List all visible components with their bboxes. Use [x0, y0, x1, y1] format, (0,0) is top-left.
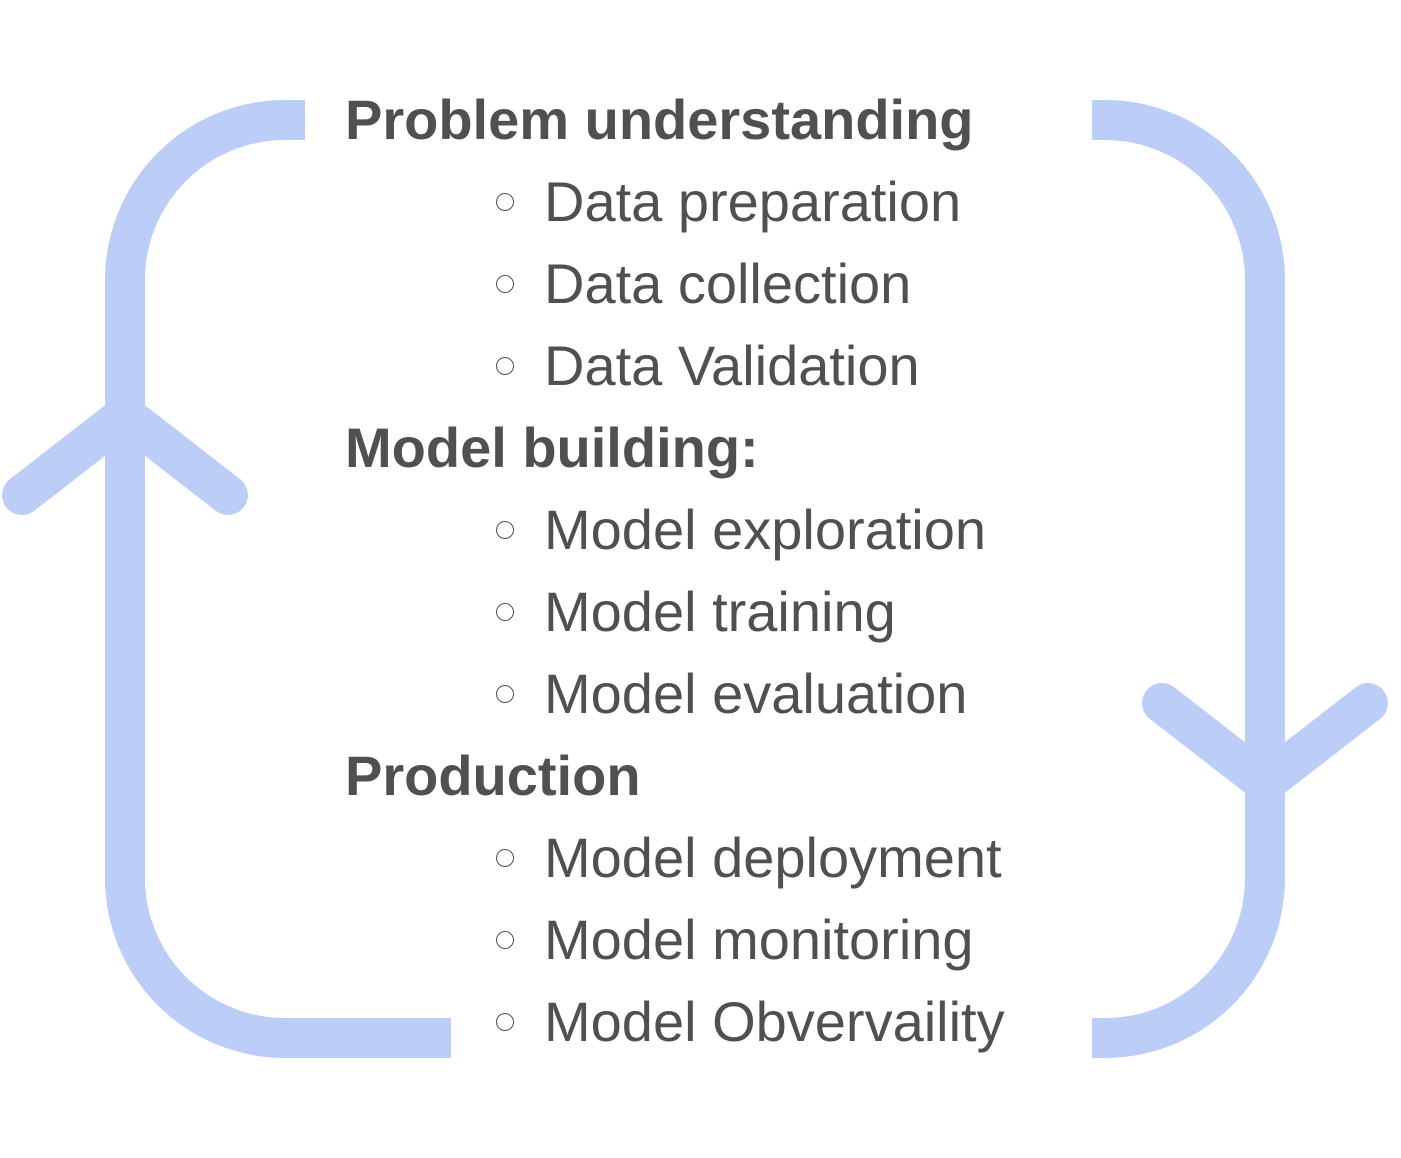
list-item: Data collection — [492, 243, 911, 325]
list-item: Model training — [492, 571, 896, 653]
hollow-circle-icon — [496, 849, 514, 867]
list-item: Model exploration — [492, 489, 986, 571]
list-item-label: Model monitoring — [544, 908, 974, 971]
chevron-down-icon — [1142, 683, 1388, 803]
section-heading-production: Production — [345, 744, 641, 807]
hollow-circle-icon — [496, 521, 514, 539]
hollow-circle-icon — [496, 685, 514, 703]
section-heading-problem-understanding: Problem understanding — [345, 88, 974, 151]
section-heading-model-building: Model building: — [345, 416, 759, 479]
list-item: Data preparation — [492, 161, 961, 243]
hollow-circle-icon — [496, 603, 514, 621]
list-item-label: Model evaluation — [544, 662, 968, 725]
hollow-circle-icon — [496, 931, 514, 949]
hollow-circle-icon — [496, 1013, 514, 1031]
list-item-label: Data Validation — [544, 334, 920, 397]
list-item: Model deployment — [492, 817, 1002, 899]
list-item-label: Model Obvervaility — [544, 990, 1005, 1053]
list-item-label: Data collection — [544, 252, 912, 315]
list-item-label: Model deployment — [544, 826, 1002, 889]
list-item-label: Data preparation — [544, 170, 962, 233]
right-loop-bracket — [1092, 100, 1285, 1058]
hollow-circle-icon — [496, 357, 514, 375]
list-item: Model evaluation — [492, 653, 967, 735]
chevron-up-icon — [2, 395, 248, 515]
list-item-label: Model exploration — [544, 498, 987, 561]
left-loop-bracket — [105, 100, 451, 1058]
list-item-label: Model training — [544, 580, 896, 643]
list-item: Data Validation — [492, 325, 920, 407]
hollow-circle-icon — [496, 275, 514, 293]
hollow-circle-icon — [496, 193, 514, 211]
list-item: Model monitoring — [492, 899, 974, 981]
list-item: Model Obvervaility — [492, 981, 1005, 1063]
